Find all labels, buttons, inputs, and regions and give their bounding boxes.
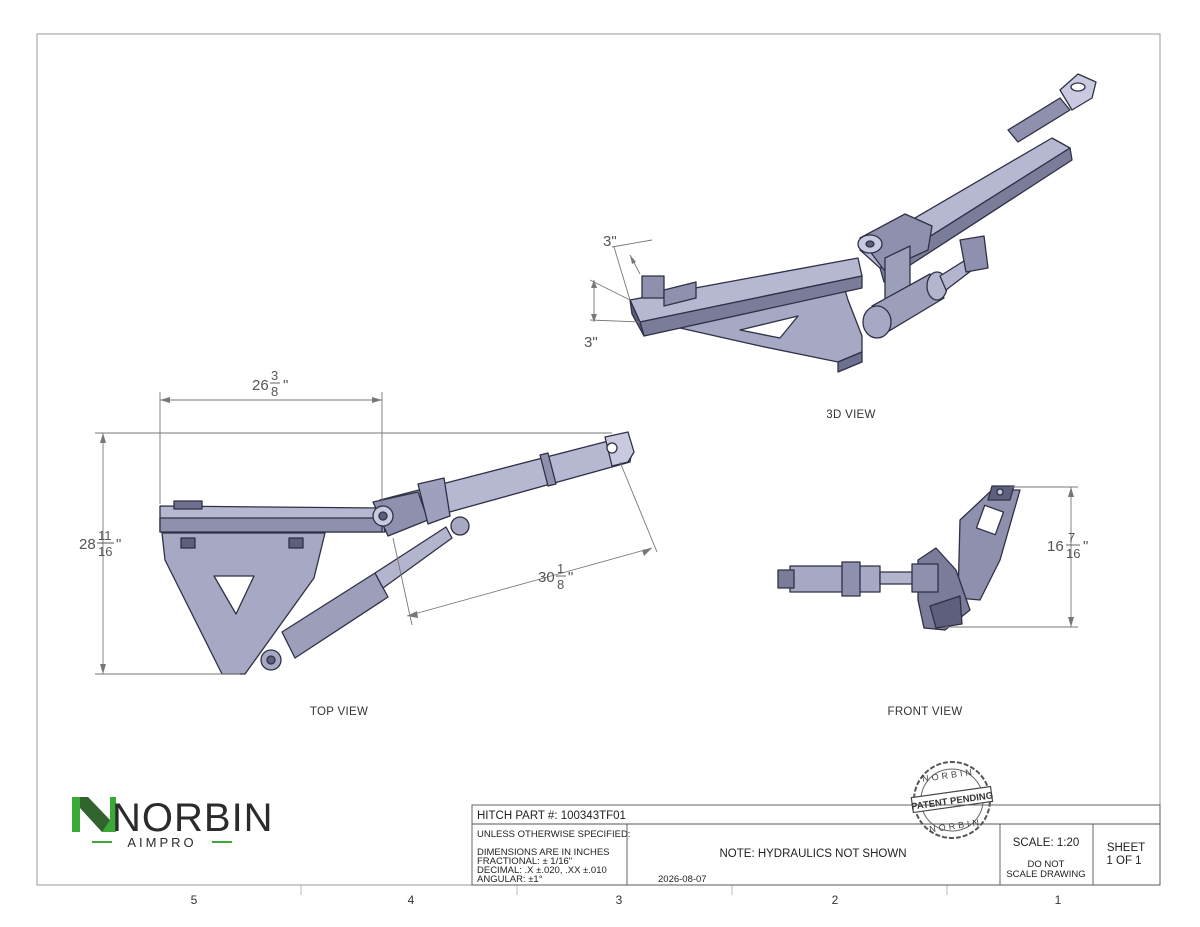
tb-part-number: HITCH PART #: 100343TF01 — [477, 810, 626, 822]
dim-front-height-den: 16 — [1066, 546, 1080, 561]
iso-view — [629, 73, 1097, 373]
tb-unless: UNLESS OTHERWISE SPECIFIED: — [477, 829, 630, 840]
label-iso-view: 3D VIEW — [826, 409, 875, 421]
top-arm-sleeve — [539, 452, 557, 487]
top-beam-pad — [173, 500, 203, 510]
top-dimension-lines — [95, 392, 658, 675]
logo-sub: AIMPRO — [127, 835, 196, 850]
dim-top-diag-den: 8 — [557, 577, 564, 592]
dim-top-height-den: 16 — [98, 544, 112, 559]
zone-ticks — [300, 885, 948, 895]
dim-top-width-unit: " — [283, 377, 288, 394]
iso-pivot — [859, 213, 933, 271]
tb-scale-note-1: DO NOT — [1028, 859, 1065, 870]
dim-top-height-num: 11 — [98, 528, 112, 543]
norbin-logo: NORBIN AIMPRO — [72, 796, 274, 850]
top-cylinder-rod — [374, 526, 453, 589]
dim-top-diag-unit: " — [568, 569, 573, 586]
zone-2: 2 — [832, 893, 839, 907]
top-beam-side — [159, 517, 383, 533]
front-cylinder — [789, 565, 881, 593]
zone-1: 1 — [1055, 893, 1062, 907]
top-bracket-left — [180, 537, 196, 549]
iso-arm-tongue — [1059, 73, 1097, 111]
dim-top-width-den: 8 — [271, 384, 278, 399]
label-top-view: TOP VIEW — [310, 706, 368, 718]
tb-sheet-count: 1 OF 1 — [1106, 855, 1141, 867]
top-frame-plate — [161, 532, 326, 675]
top-dimension-arrows — [100, 397, 652, 674]
top-cylinder-body — [281, 572, 389, 659]
dim-top-diag-whole: 30 — [538, 569, 555, 586]
top-frame-hole — [213, 575, 255, 615]
dim-front-height-num: 7 — [1068, 530, 1075, 545]
tb-tol-angular: ANGULAR: ±1° — [477, 874, 543, 885]
front-dimension-lines — [945, 486, 1078, 628]
zone-5: 5 — [191, 893, 198, 907]
tb-scale: SCALE: 1:20 — [1013, 837, 1079, 849]
tb-date: 2026-08-07 — [658, 874, 707, 885]
dim-iso-a: 3" — [603, 233, 617, 250]
tb-tol-decimal: DECIMAL: .X ±.020, .XX ±.010 — [477, 865, 607, 876]
front-view — [777, 485, 1021, 631]
logo-brand: NORBIN — [112, 796, 274, 840]
dim-front-height-unit: " — [1083, 538, 1088, 555]
top-view — [159, 431, 635, 675]
tb-note: NOTE: HYDRAULICS NOT SHOWN — [720, 848, 907, 860]
dim-top-width-num: 3 — [271, 368, 278, 383]
dim-top-height-whole: 28 — [79, 536, 96, 553]
zone-4: 4 — [408, 893, 415, 907]
patent-stamp: NORBIN PATENT PENDING NORBIN — [911, 761, 994, 839]
top-arm-tongue — [604, 431, 635, 467]
dim-top-diag-num: 1 — [557, 561, 564, 576]
tb-scale-note-2: SCALE DRAWING — [1006, 869, 1085, 880]
label-front-view: FRONT VIEW — [888, 706, 963, 718]
iso-arm-sleeve — [1007, 97, 1071, 143]
tb-tol-fractional: FRACTIONAL: ± 1/16" — [477, 856, 572, 867]
tb-tol-inches: DIMENSIONS ARE IN INCHES — [477, 847, 610, 858]
iso-plate-hole — [739, 315, 799, 339]
dim-front-height-whole: 16 — [1047, 538, 1064, 555]
dim-top-height-unit: " — [116, 536, 121, 553]
dim-iso-b: 3" — [584, 334, 598, 351]
zone-3: 3 — [616, 893, 623, 907]
top-bracket-right — [288, 537, 304, 549]
tb-sheet-label: SHEET — [1107, 842, 1145, 854]
dim-top-width-whole: 26 — [252, 377, 269, 394]
title-block — [471, 804, 1161, 886]
